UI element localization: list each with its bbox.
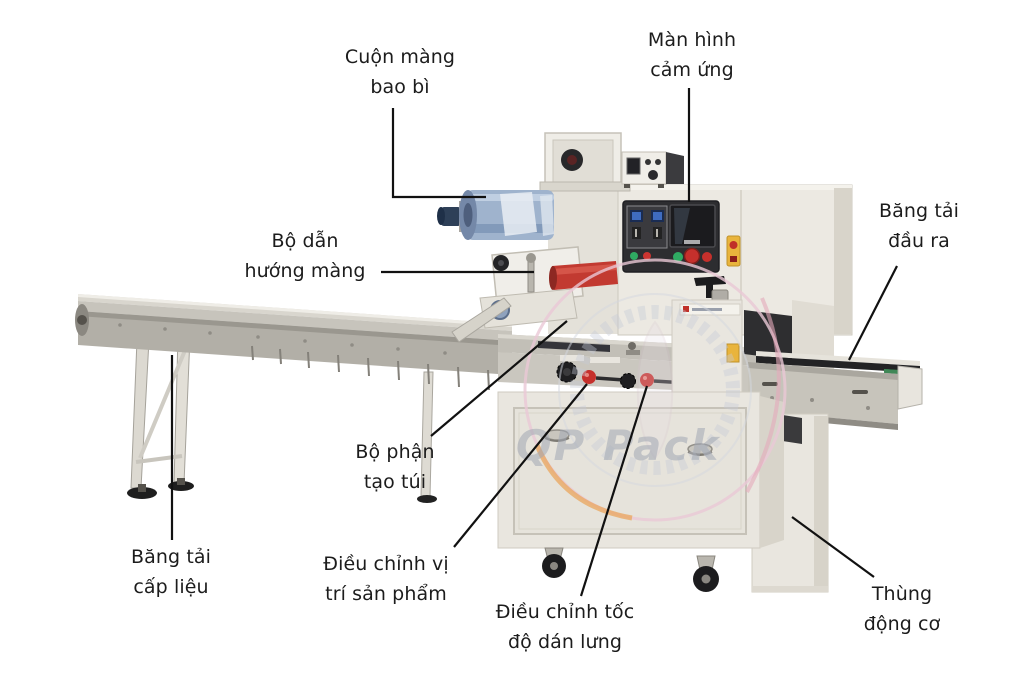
leader-bo-phan-tao-tui [430, 320, 568, 437]
label-bang-tai-cap-lieu: Băng tải cấp liệu [131, 546, 211, 598]
label-dieu-chinh-vi-tri-san-pham: Điều chỉnh vị trí sản phẩm [323, 553, 449, 605]
feed-conveyor [75, 294, 512, 391]
leader-bang-tai-dau-ra [848, 265, 898, 361]
label-dieu-chinh-toc-do-dan-lung: Điều chỉnh tốc độ dán lưng [495, 601, 635, 653]
leader-thung-dong-co [791, 516, 875, 578]
label-thung-dong-co: Thùng động cơ [863, 583, 941, 635]
casters [542, 547, 719, 592]
leader-lines [170, 88, 898, 597]
label-bang-tai-dau-ra: Băng tải đầu ra [879, 200, 959, 252]
feed-conveyor-legs [127, 335, 437, 503]
electric-box [621, 151, 684, 188]
leader-dieu-chinh-vi-tri [453, 383, 588, 548]
leader-dieu-chinh-toc-do [579, 385, 649, 597]
main-cabinet [497, 391, 784, 549]
label-bo-phan-tao-tui: Bộ phận tạo túi [355, 441, 435, 493]
film-guide-unit [451, 246, 618, 343]
film-roll-mount [539, 132, 631, 192]
film-roll [437, 190, 554, 240]
label-cuon-mang-bao-bi: Cuộn màng bao bì [344, 46, 456, 98]
control-panel [622, 200, 741, 273]
label-bo-dan-huong-mang: Bộ dẫn hướng màng [244, 230, 366, 282]
leader-cuon-mang-bao-bi [391, 108, 486, 199]
label-man-hinh-cam-ung: Màn hình cảm ứng [647, 29, 737, 81]
watermark-text: QP Pack [516, 421, 721, 470]
